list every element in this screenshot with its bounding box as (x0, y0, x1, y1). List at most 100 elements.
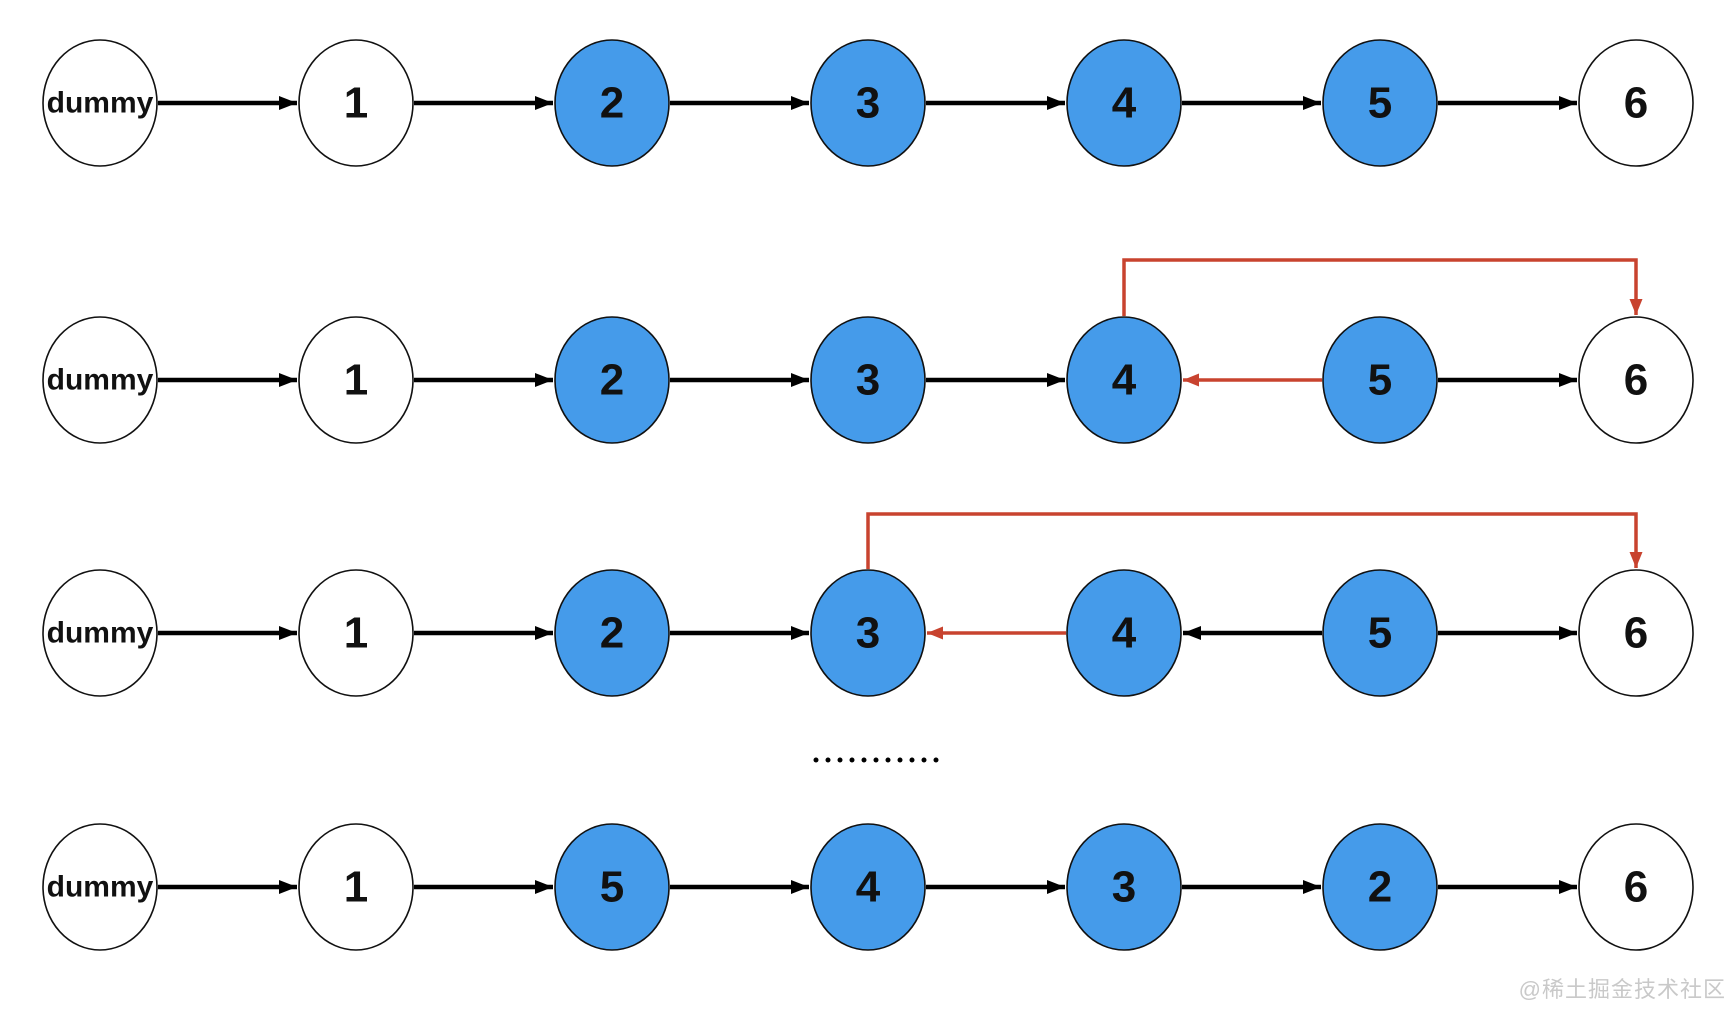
node-1: 1 (298, 823, 414, 951)
node-circle (1066, 823, 1182, 951)
node-3: 3 (810, 316, 926, 444)
node-label: 6 (1624, 609, 1648, 658)
node-2: 2 (554, 569, 670, 697)
ellipsis-dot (933, 757, 939, 763)
node-5: 5 (554, 823, 670, 951)
node-circle (298, 569, 414, 697)
ellipsis-dot (897, 757, 903, 763)
node-2: 2 (1322, 823, 1438, 951)
node-circle (298, 39, 414, 167)
watermark: @稀土掘金技术社区 (1518, 977, 1726, 1002)
node-circle (1322, 39, 1438, 167)
node-3: 3 (810, 39, 926, 167)
node-circle (42, 823, 158, 951)
node-label: 1 (344, 79, 368, 128)
ellipsis-dot (849, 757, 855, 763)
node-2: 2 (554, 39, 670, 167)
node-dummy: dummy (42, 316, 158, 444)
node-5: 5 (1322, 39, 1438, 167)
node-circle (1578, 569, 1694, 697)
node-dummy: dummy (42, 823, 158, 951)
node-label: 6 (1624, 863, 1648, 912)
node-circle (1578, 823, 1694, 951)
skip-pointer-arrow-3-to-6 (866, 512, 1643, 569)
list-row-step-initial: dummy 1 2 3 4 5 6 (42, 39, 1694, 167)
node-label: 5 (1368, 356, 1392, 405)
node-5: 5 (1322, 316, 1438, 444)
node-label: 3 (1112, 863, 1136, 912)
list-row-step-final: dummy 1 5 4 3 2 6 (42, 823, 1694, 951)
node-circle (810, 39, 926, 167)
node-label: 4 (856, 863, 881, 912)
node-4: 4 (1066, 316, 1182, 444)
node-5: 5 (1322, 569, 1438, 697)
node-circle (1322, 316, 1438, 444)
ellipsis-dot (861, 757, 867, 763)
node-1: 1 (298, 39, 414, 167)
ellipsis-dot (921, 757, 927, 763)
node-circle (42, 316, 158, 444)
node-label: 2 (600, 356, 624, 405)
node-6: 6 (1578, 39, 1694, 167)
node-2: 2 (554, 316, 670, 444)
node-circle (1066, 39, 1182, 167)
ellipsis-dots (813, 757, 939, 763)
node-3: 3 (810, 569, 926, 697)
node-label: dummy (47, 617, 154, 650)
node-label: dummy (47, 364, 154, 397)
node-dummy: dummy (42, 39, 158, 167)
ellipsis-dot (825, 757, 831, 763)
node-label: 4 (1112, 79, 1137, 128)
node-circle (1066, 569, 1182, 697)
ellipsis-dot (909, 757, 915, 763)
node-label: dummy (47, 871, 154, 904)
node-circle (1066, 316, 1182, 444)
node-circle (298, 823, 414, 951)
node-label: 3 (856, 356, 880, 405)
skip-pointer-arrow-4-to-6 (1122, 258, 1643, 316)
node-circle (1322, 569, 1438, 697)
node-label: 1 (344, 356, 368, 405)
node-circle (1578, 39, 1694, 167)
node-label: 5 (1368, 609, 1392, 658)
node-4: 4 (1066, 569, 1182, 697)
node-label: dummy (47, 87, 154, 120)
node-label: 4 (1112, 356, 1137, 405)
node-circle (42, 569, 158, 697)
node-6: 6 (1578, 316, 1694, 444)
node-dummy: dummy (42, 569, 158, 697)
ellipsis-dot (813, 757, 819, 763)
node-label: 1 (344, 863, 368, 912)
node-circle (554, 39, 670, 167)
node-6: 6 (1578, 823, 1694, 951)
ellipsis-dot (837, 757, 843, 763)
node-label: 1 (344, 609, 368, 658)
node-4: 4 (1066, 39, 1182, 167)
list-row-step-reverse-3-4: dummy 1 2 3 4 5 6 (42, 512, 1694, 697)
node-circle (554, 823, 670, 951)
node-label: 4 (1112, 609, 1137, 658)
ellipsis-dot (885, 757, 891, 763)
node-circle (810, 569, 926, 697)
node-circle (810, 316, 926, 444)
node-circle (1322, 823, 1438, 951)
node-label: 3 (856, 609, 880, 658)
node-label: 3 (856, 79, 880, 128)
node-label: 5 (600, 863, 624, 912)
node-circle (298, 316, 414, 444)
node-circle (554, 569, 670, 697)
node-label: 6 (1624, 79, 1648, 128)
node-4: 4 (810, 823, 926, 951)
node-1: 1 (298, 569, 414, 697)
node-circle (554, 316, 670, 444)
node-circle (42, 39, 158, 167)
node-label: 5 (1368, 79, 1392, 128)
node-6: 6 (1578, 569, 1694, 697)
node-label: 6 (1624, 356, 1648, 405)
ellipsis-dot (873, 757, 879, 763)
node-label: 2 (600, 79, 624, 128)
node-3: 3 (1066, 823, 1182, 951)
node-label: 2 (600, 609, 624, 658)
